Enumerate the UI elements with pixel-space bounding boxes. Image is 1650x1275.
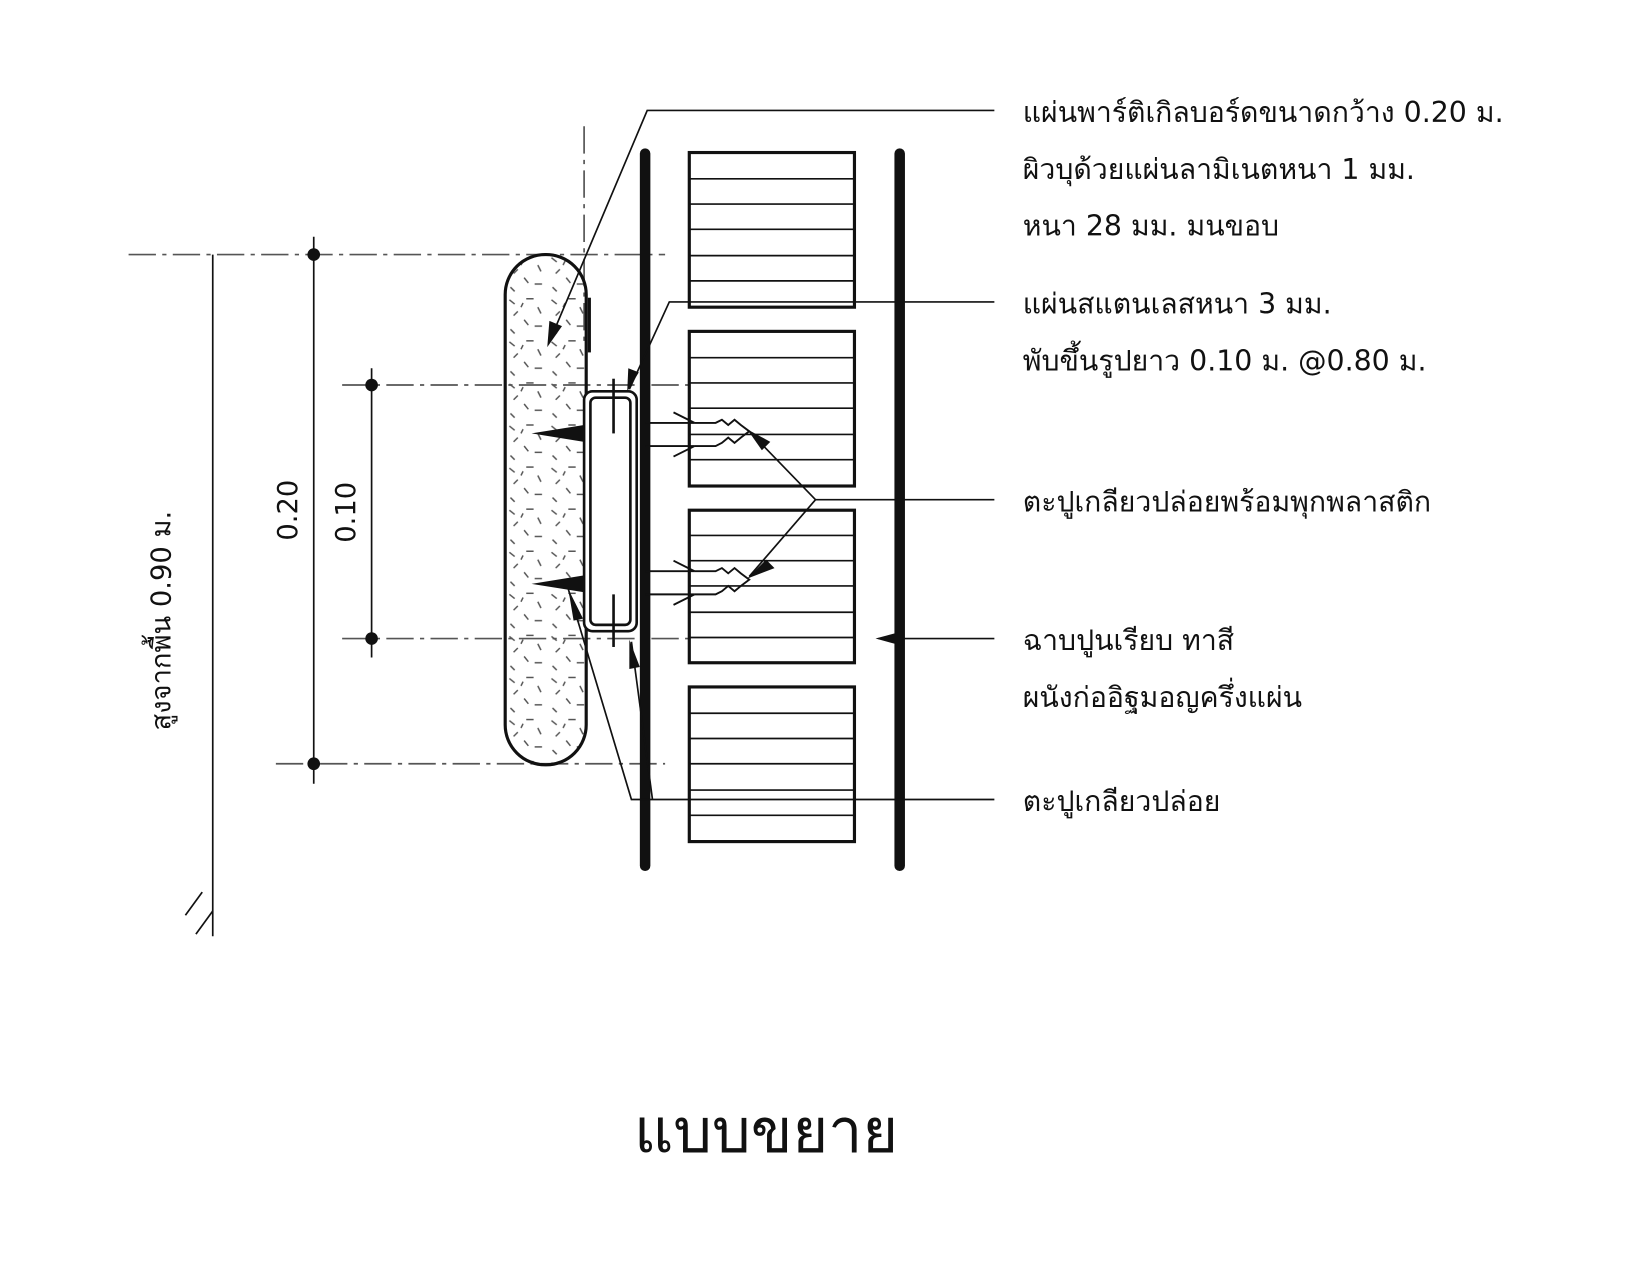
stainless-bracket: [582, 378, 639, 647]
arrowhead-icons: [547, 320, 903, 670]
floor-reference: [184, 254, 214, 937]
label-line: ผิวบุด้วยแผ่นลามิเนตหนา 1 มม.: [1023, 153, 1415, 187]
plastic-plug-icon: [645, 411, 751, 606]
label-line: ตะปูเกลียวปล่อยพร้อมพุกพลาสติก: [1023, 485, 1431, 519]
dim-label-height: สูงจากพื้น 0.90 ม.: [142, 511, 178, 731]
particle-board-handrail: [503, 253, 591, 767]
dimension-0-20: [307, 236, 321, 784]
annotation-plaster-wall: ฉาบปูนเรียบ ทาสี ผนังก่ออิฐมอญครึ่งแผ่น: [1023, 624, 1302, 714]
label-line: ผนังก่ออิฐมอญครึ่งแผ่น: [1023, 678, 1302, 714]
label-line: พับขึ้นรูปยาว 0.10 ม. @0.80 ม.: [1023, 340, 1427, 378]
dim-label-bracket: 0.10: [331, 482, 362, 543]
label-line: ตะปูเกลียวปล่อย: [1023, 785, 1221, 819]
brick-wall: [687, 150, 857, 844]
label-line: แผ่นสแตนเลสหนา 3 มม.: [1023, 287, 1332, 320]
annotation-screw-plug: ตะปูเกลียวปล่อยพร้อมพุกพลาสติก: [1023, 485, 1431, 519]
label-line: ฉาบปูนเรียบ ทาสี: [1023, 624, 1234, 658]
dim-label-rail-width: 0.20: [273, 480, 304, 541]
annotation-particle-board: แผ่นพาร์ติเกิลบอร์ดขนาดกว้าง 0.20 ม. ผิว…: [1023, 96, 1504, 243]
drawing-title: แบบขยาย: [634, 1096, 898, 1167]
dimension-0-10: [365, 368, 378, 658]
screw-icon: [531, 425, 585, 593]
annotation-screw: ตะปูเกลียวปล่อย: [1023, 785, 1221, 819]
label-line: หนา 28 มม. มนขอบ: [1023, 210, 1279, 243]
annotation-stainless-plate: แผ่นสแตนเลสหนา 3 มม. พับขึ้นรูปยาว 0.10 …: [1023, 287, 1427, 378]
label-line: แผ่นพาร์ติเกิลบอร์ดขนาดกว้าง 0.20 ม.: [1023, 96, 1504, 129]
